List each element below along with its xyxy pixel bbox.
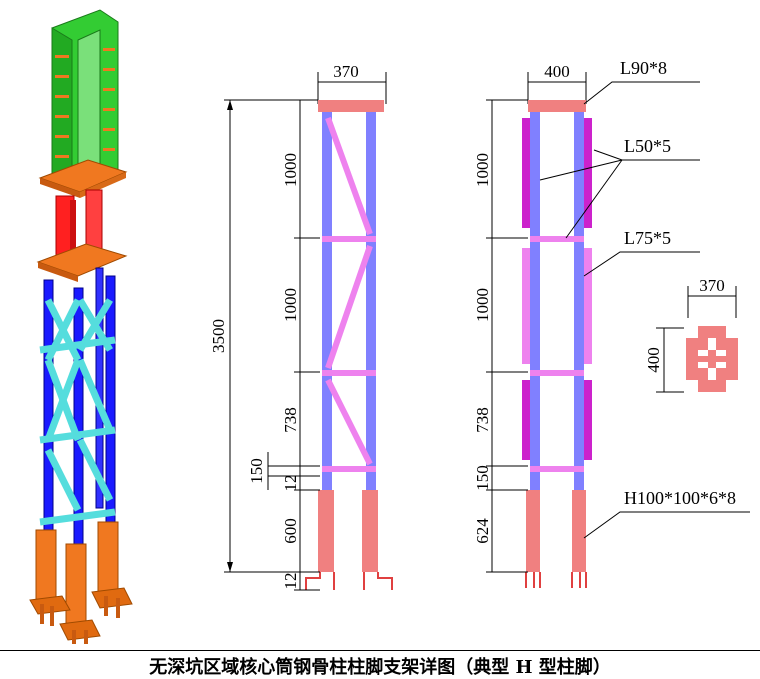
- side-leaders: [539, 81, 750, 539]
- side-h-column-left: [526, 490, 540, 572]
- side-horizontal-ties: [530, 236, 584, 472]
- front-horizontal-ties: [322, 236, 376, 472]
- caption-divider: [0, 650, 760, 651]
- label-l90: L90*8: [620, 58, 667, 78]
- side-seg-624: 624: [473, 518, 492, 544]
- front-seg-1000-a: 1000: [281, 153, 300, 187]
- model-3d: [29, 9, 133, 644]
- front-left-column: [322, 112, 332, 490]
- front-width-label: 370: [333, 62, 359, 81]
- section-voids: [686, 326, 738, 392]
- front-seg-12-bottom: 12: [281, 573, 300, 590]
- side-seg-150: 150: [473, 465, 492, 491]
- side-seg-1000-a: 1000: [473, 153, 492, 187]
- label-l50: L50*5: [624, 136, 671, 156]
- side-elevation: 400: [473, 58, 750, 588]
- front-seg-1000-b: 1000: [281, 288, 300, 322]
- front-elevation: 370: [209, 62, 393, 591]
- side-anchor-bolts: [525, 572, 587, 588]
- model-orange-base: [29, 521, 133, 644]
- front-seg-738: 738: [281, 407, 300, 433]
- side-left-column: [530, 112, 540, 490]
- figure-caption: 无深坑区域核心筒钢骨柱柱脚支架详图（典型 H 型柱脚）: [149, 657, 611, 678]
- model-green-column: [51, 9, 119, 191]
- front-right-column: [366, 112, 376, 490]
- side-seg-738: 738: [473, 407, 492, 433]
- front-dimension-chain: [224, 99, 320, 591]
- section-width-label: 370: [699, 276, 725, 295]
- front-anchor-bolts: [305, 572, 393, 590]
- front-seg-12-top: 12: [281, 475, 300, 492]
- side-h-column-right: [572, 490, 586, 572]
- label-l75: L75*5: [624, 228, 671, 248]
- front-h-column-left: [318, 490, 334, 572]
- front-diagonal-braces: [325, 116, 373, 466]
- front-top-cap: [318, 100, 384, 112]
- side-dimension-chain: [486, 99, 528, 573]
- model-cyan-braces: [39, 298, 116, 526]
- front-seg-150: 150: [247, 458, 266, 484]
- side-right-column: [574, 112, 584, 490]
- front-h-column-right: [362, 490, 378, 572]
- side-width-label: 400: [544, 62, 570, 81]
- side-seg-1000-b: 1000: [473, 288, 492, 322]
- front-total-height-label: 3500: [209, 319, 228, 353]
- side-chord-plates: [522, 118, 592, 460]
- side-top-cap: [528, 100, 586, 112]
- plan-section: 370 400: [644, 276, 738, 393]
- section-height-label: 400: [644, 347, 663, 373]
- label-h100: H100*100*6*8: [624, 488, 736, 508]
- front-seg-600: 600: [281, 518, 300, 544]
